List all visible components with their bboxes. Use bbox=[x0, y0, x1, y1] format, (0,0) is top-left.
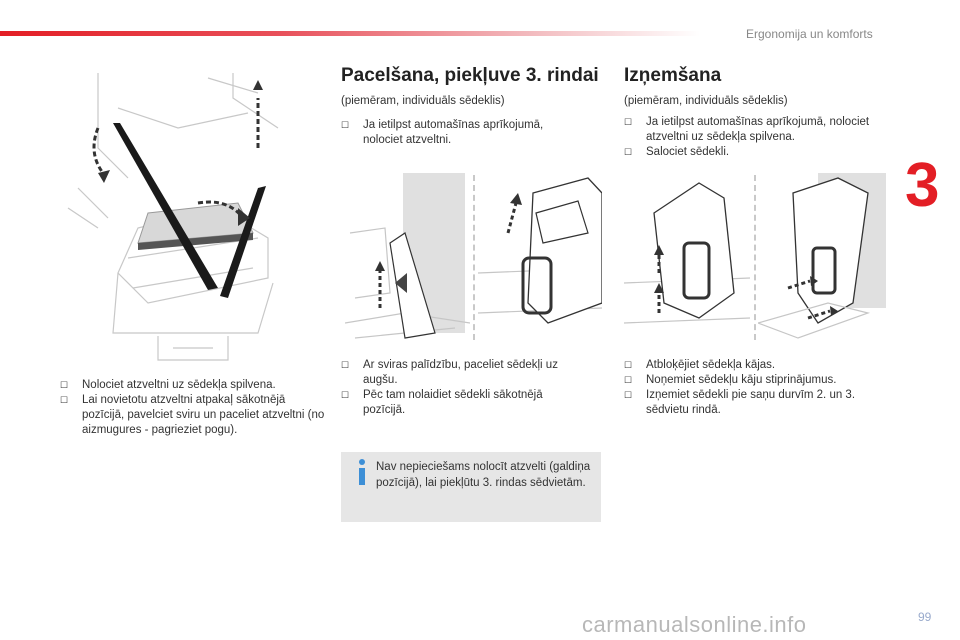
checkbox-bullet-icon: ☐ bbox=[341, 120, 350, 130]
watermark: carmanualsonline.info bbox=[582, 612, 807, 637]
checkbox-bullet-icon: ☐ bbox=[624, 360, 633, 370]
chapter-number: 3 bbox=[905, 151, 940, 220]
list-item: ☐Noņemiet sēdekļu kāju stiprinājumus. bbox=[624, 374, 837, 386]
figure-divider bbox=[754, 175, 756, 340]
seat-fold-illustration bbox=[58, 68, 290, 368]
info-note-text: Nav nepieciešams nolocīt atzvelti (galdi… bbox=[376, 461, 591, 489]
checkbox-bullet-icon: ☐ bbox=[624, 117, 633, 127]
info-note: Nav nepieciešams nolocīt atzvelti (galdi… bbox=[341, 452, 601, 522]
section-heading-raise: Pacelšana, piekļuve 3. rindai bbox=[341, 65, 599, 86]
seat-lever-illustration-2 bbox=[478, 173, 602, 343]
list-item: ☐Lai novietotu atzveltni atpakaļ sākotnē… bbox=[60, 394, 325, 436]
section-heading-remove: Izņemšana bbox=[624, 65, 722, 86]
checkbox-bullet-icon: ☐ bbox=[624, 375, 633, 385]
checkbox-bullet-icon: ☐ bbox=[341, 360, 350, 370]
seat-removal-illustration-2 bbox=[758, 173, 886, 343]
list-item: ☐Ja ietilpst automašīnas aprīkojumā, nol… bbox=[341, 119, 544, 146]
seat-lever-illustration-1 bbox=[345, 173, 470, 343]
right-instructions-top: ☐Ja ietilpst automašīnas aprīkojumā, nol… bbox=[624, 115, 879, 160]
info-icon bbox=[359, 459, 365, 485]
section-subtitle: (piemēram, individuāls sēdeklis) bbox=[624, 95, 788, 107]
list-item: ☐Ar sviras palīdzību, paceliet sēdekļi u… bbox=[341, 359, 558, 386]
figure-divider bbox=[473, 175, 475, 340]
list-item: ☐Atbloķējiet sēdekļa kājas. bbox=[624, 359, 776, 371]
section-title: Ergonomija un komforts bbox=[746, 27, 873, 41]
section-subtitle: (piemēram, individuāls sēdeklis) bbox=[341, 95, 505, 107]
checkbox-bullet-icon: ☐ bbox=[624, 390, 633, 400]
list-item: ☐Salociet sēdekli. bbox=[624, 146, 730, 158]
left-instructions: ☐Nolociet atzveltni uz sēdekļa spilvena.… bbox=[60, 378, 325, 438]
list-item: ☐Izņemiet sēdekli pie saņu durvīm 2. un … bbox=[624, 389, 856, 416]
list-item: ☐Nolociet atzveltni uz sēdekļa spilvena. bbox=[60, 379, 276, 391]
seat-removal-illustration-1 bbox=[624, 173, 750, 343]
checkbox-bullet-icon: ☐ bbox=[624, 147, 633, 157]
list-item: ☐Ja ietilpst automašīnas aprīkojumā, nol… bbox=[624, 116, 870, 143]
checkbox-bullet-icon: ☐ bbox=[341, 390, 350, 400]
page-number: 99 bbox=[918, 610, 932, 624]
checkbox-bullet-icon: ☐ bbox=[60, 395, 69, 405]
list-item: ☐Pēc tam nolaidiet sēdekli sākotnējā poz… bbox=[341, 389, 543, 416]
right-instructions-bottom: ☐Atbloķējiet sēdekļa kājas. ☐Noņemiet sē… bbox=[624, 358, 879, 418]
checkbox-bullet-icon: ☐ bbox=[60, 380, 69, 390]
middle-instructions-top: ☐Ja ietilpst automašīnas aprīkojumā, nol… bbox=[341, 118, 581, 148]
header-accent-bar bbox=[0, 31, 700, 36]
middle-instructions-bottom: ☐Ar sviras palīdzību, paceliet sēdekļi u… bbox=[341, 358, 586, 418]
